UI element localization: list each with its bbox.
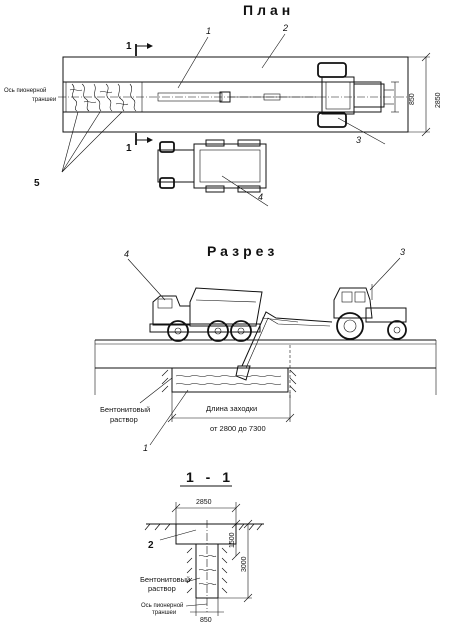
strip-outline [62, 56, 409, 133]
section-callouts: 4 3 1 Бентонитовый раствор [100, 247, 405, 453]
cut-dim-850-label: 850 [200, 617, 212, 624]
callout-4: 4 [258, 192, 263, 202]
tractor-excavator-plan [317, 62, 394, 128]
cut-dim-2850-label: 2850 [196, 499, 212, 506]
cut-axis-line1: Ось пионерной [141, 602, 183, 609]
dim-2850-label: 2850 [435, 92, 442, 108]
length-range: от 2800 до 7300 [210, 424, 266, 433]
dump-truck-plan [157, 139, 267, 193]
cut-callout-2: 2 [148, 540, 154, 551]
bucket [235, 365, 251, 381]
cut-dim-1500-label: 1500 [229, 532, 236, 548]
cut-dim-2850: 2850 [171, 499, 241, 524]
plan-title: План [243, 2, 294, 18]
section-bentonite-line1: Бентонитовый [100, 405, 150, 414]
section-callout-4: 4 [124, 249, 129, 259]
section-callout-3: 3 [400, 247, 405, 257]
cut-dim-1500: 1500 [229, 519, 241, 561]
cut-axis-line2: траншеи [152, 610, 176, 616]
callout-1: 1 [206, 26, 211, 36]
cut-dim-850: 850 [190, 598, 224, 624]
working-platform [175, 523, 237, 545]
plan-callouts: 1 2 3 4 5 [34, 23, 386, 207]
cut-bentonite-line1: Бентонитовый [140, 575, 190, 584]
bentonite-trench [161, 368, 297, 393]
callout-5: 5 [34, 178, 40, 189]
length-label: Длина заходки [206, 404, 257, 413]
callout-2: 2 [282, 23, 288, 33]
dim-2850-plan: 2850 [408, 52, 442, 137]
section-bentonite-line2: раствор [110, 415, 138, 424]
plan-view: План [4, 2, 442, 207]
cut-dim-3000-label: 3000 [241, 556, 248, 572]
section-mark-bottom: 1 [126, 133, 153, 154]
cut-dim-3000: 3000 [218, 519, 253, 603]
cut-title: 1 - 1 [186, 469, 234, 485]
cut-trench [186, 520, 228, 612]
section-view: Разрез Длина заходки от 2800 до 7300 [94, 243, 437, 453]
cut-bentonite-line2: раствор [148, 584, 176, 593]
length-dimension: Длина заходки от 2800 до 7300 [167, 392, 295, 433]
section-mark-top: 1 [126, 41, 153, 56]
section-title: Разрез [207, 243, 278, 259]
filled-panels [65, 81, 143, 113]
axis-label-line2: траншеи [32, 97, 56, 103]
axis-label-line1: Ось пионерной [4, 87, 46, 94]
dim-850-label: 850 [409, 93, 416, 105]
svg-text:1: 1 [126, 41, 132, 52]
svg-text:1: 1 [126, 143, 132, 154]
tractor-side [235, 284, 407, 381]
excavator-boom-plan [157, 91, 318, 103]
dump-truck-side [149, 287, 263, 342]
dim-850-plan: 850 [391, 81, 416, 113]
cut-view: 1 - 1 2850 1500 [140, 469, 264, 624]
callout-3: 3 [356, 135, 361, 145]
section-callout-1: 1 [143, 443, 148, 453]
